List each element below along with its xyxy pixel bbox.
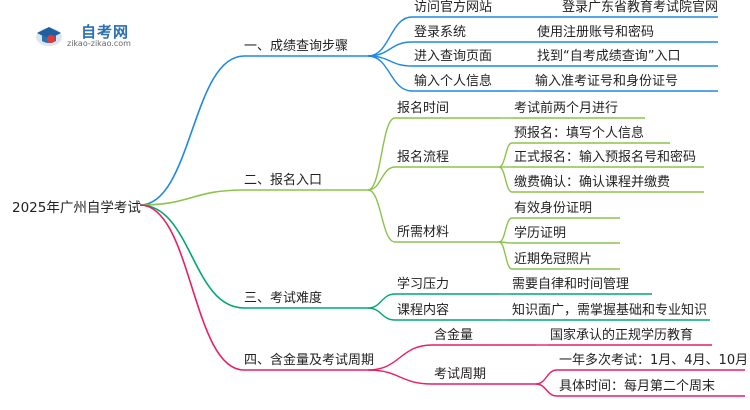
- branch-1: 一、成绩查询步骤: [244, 39, 349, 54]
- detail-1-1-1: 登录广东省教育考试院官网: [562, 0, 719, 15]
- subtopic-3-2: 课程内容: [397, 303, 450, 318]
- branch-connector-2: [139, 189, 245, 206]
- sub-connector-3-2: [367, 307, 396, 321]
- sub-connector-4-1: [367, 344, 433, 371]
- detail-4-2-1: 一年多次考试：1月、4月、10月: [559, 353, 749, 368]
- sub-connector-2-1: [367, 117, 396, 191]
- detail-1-2-1: 使用注册账号和密码: [537, 25, 655, 40]
- detail-2-2-3: 缴费确认：确认课程并缴费: [514, 175, 671, 190]
- leaf-connector-2-2-3: [498, 166, 513, 193]
- detail-3-2-1: 知识面广，需掌握基础和专业知识: [512, 303, 708, 318]
- subtopic-2-3: 所需材料: [397, 225, 450, 240]
- detail-2-2-2: 正式报名：输入预报名号和密码: [514, 150, 697, 165]
- detail-4-1-1: 国家承认的正规学历教育: [550, 328, 694, 343]
- branch-2: 二、报名入口: [244, 173, 323, 188]
- subtopic-2-1: 报名时间: [397, 101, 450, 116]
- subtopic-4-2: 考试周期: [434, 367, 487, 382]
- logo-name: 自考网: [81, 23, 130, 41]
- leaf-connector-4-2-2: [535, 383, 558, 397]
- detail-2-3-2: 学历证明: [514, 226, 567, 241]
- sub-connector-2-3: [367, 189, 396, 243]
- sub-connector-1-1: [367, 16, 413, 57]
- branch-3: 三、考试难度: [244, 291, 323, 306]
- subtopic-3-1: 学习压力: [397, 277, 450, 292]
- root-node: 2025年广州自学考试: [12, 200, 141, 216]
- sub-connector-3-1: [367, 293, 396, 309]
- branch-connector-3: [139, 204, 245, 309]
- subtopic-2-2: 报名流程: [397, 150, 450, 165]
- subtopic-1-1: 访问官方网站: [414, 0, 493, 15]
- branch-4: 四、含金量及考试周期: [244, 353, 375, 368]
- sub-connector-4-2: [367, 369, 433, 385]
- subtopic-4-1: 含金量: [434, 328, 474, 343]
- detail-2-1-1: 考试前两个月进行: [514, 101, 619, 116]
- detail-2-3-3: 近期免冠照片: [514, 252, 593, 267]
- subtopic-1-3: 进入查询页面: [414, 49, 493, 64]
- subtopic-1-4: 输入个人信息: [414, 74, 493, 89]
- sub-connector-1-4: [367, 55, 413, 92]
- detail-2-2-1: 预报名：填写个人信息: [514, 126, 645, 141]
- detail-4-2-2: 具体时间：每月第二个周末: [559, 379, 716, 394]
- branch-connector-1: [139, 55, 245, 206]
- detail-1-3-1: 找到“自考成绩查询”入口: [537, 49, 681, 64]
- leaf-connector-2-3-1: [498, 217, 513, 243]
- leaf-connector-2-3-3: [498, 241, 513, 270]
- graduation-cap-icon: [36, 27, 62, 46]
- subtopic-1-2: 登录系统: [414, 25, 467, 40]
- sub-connector-2-2: [367, 166, 396, 191]
- detail-2-3-1: 有效身份证明: [514, 201, 593, 216]
- branch-connector-4: [139, 204, 245, 371]
- logo-site: zikao-zikao.com: [67, 39, 131, 48]
- detail-3-1-1: 需要自律和时间管理: [512, 277, 630, 292]
- site-logo: 自考网 zikao-zikao.com: [34, 18, 144, 52]
- leaf-connector-4-2-1: [535, 369, 558, 385]
- detail-1-4-1: 输入准考证号和身份证号: [535, 74, 679, 89]
- leaf-connector-2-2-1: [498, 142, 513, 168]
